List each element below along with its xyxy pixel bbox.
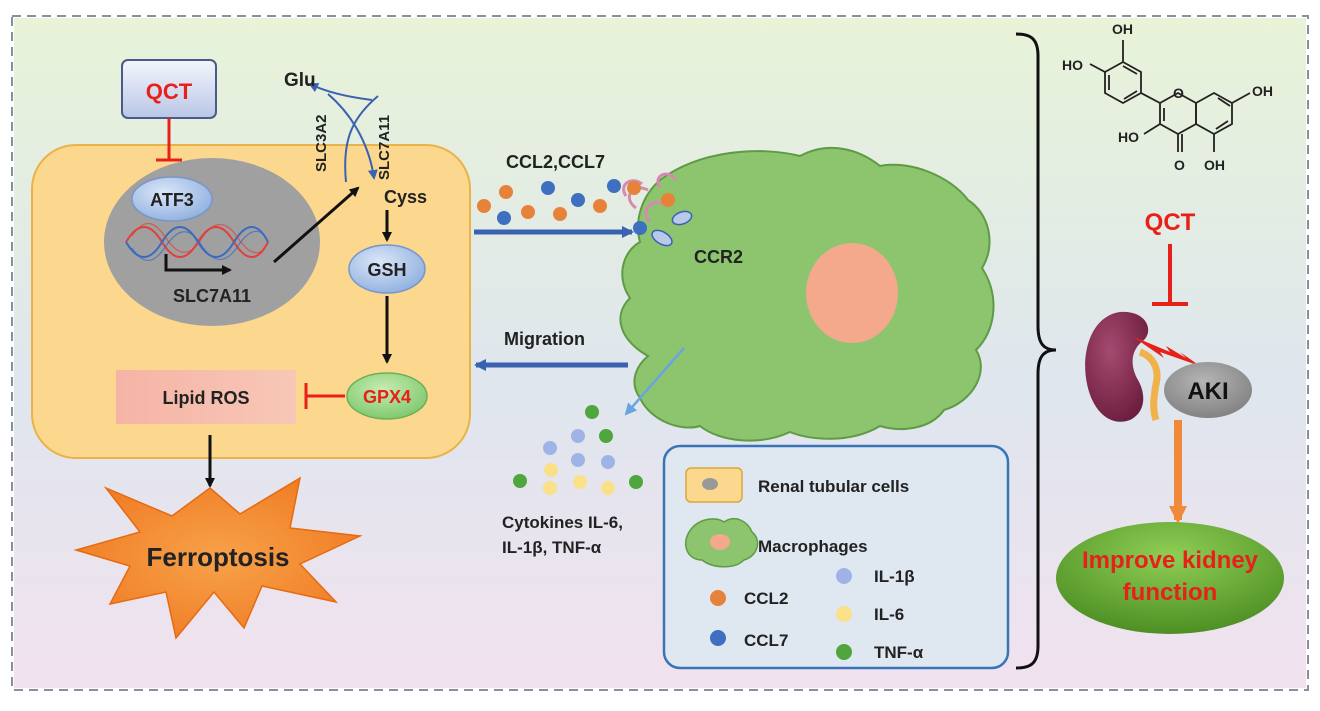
molecule-oh-top: OH — [1112, 21, 1133, 37]
il6-dot — [601, 481, 615, 495]
lipid-ros-label: Lipid ROS — [163, 388, 250, 408]
lipid-ros-box — [116, 370, 296, 424]
slc3a2-label: SLC3A2 — [313, 114, 330, 172]
il1b-dot — [571, 429, 585, 443]
ferroptosis-label: Ferroptosis — [146, 542, 289, 572]
atf3-label: ATF3 — [150, 190, 194, 210]
legend-ccl7-label: CCL7 — [744, 631, 788, 650]
legend-ccl2-label: CCL2 — [744, 589, 788, 608]
molecule-ho-bottom: HO — [1118, 129, 1139, 145]
legend-renal-label: Renal tubular cells — [758, 477, 909, 496]
migration-label: Migration — [504, 329, 585, 349]
legend-il6-dot — [836, 606, 852, 622]
improve-kidney-ellipse — [1056, 522, 1284, 634]
legend-macrophage-nucleus — [710, 534, 730, 550]
cytokines-label-line2: IL-1β, TNF-α — [502, 538, 602, 557]
gsh-label: GSH — [367, 260, 406, 280]
ccl7-dot — [607, 179, 621, 193]
macrophage-nucleus — [806, 243, 898, 343]
tnfa-dot — [599, 429, 613, 443]
transcription-arrow — [164, 254, 232, 275]
ccl7-dot — [633, 221, 647, 235]
chemokines-label: CCL2,CCL7 — [506, 152, 605, 172]
tnfa-dot — [629, 475, 643, 489]
dashed-frame — [11, 15, 1309, 691]
qct-label-left: QCT — [146, 79, 193, 104]
il1b-dot — [543, 441, 557, 455]
molecule-o-bottom: O — [1174, 157, 1185, 173]
curly-brace — [1015, 32, 1057, 670]
legend-macrophages-label: Macrophages — [758, 537, 868, 556]
chemokine-dots — [477, 179, 675, 235]
molecule-oh-right: OH — [1252, 83, 1273, 99]
qct-label-right: QCT — [1145, 209, 1196, 236]
molecule-ring-o: O — [1173, 85, 1184, 101]
quercetin-structure — [1089, 40, 1251, 152]
legend-tnfa-label: TNF-α — [874, 643, 924, 662]
improve-label-line1: Improve kidney — [1082, 547, 1259, 574]
gsh-oval — [348, 244, 426, 294]
il6-dot — [573, 475, 587, 489]
ferroptosis-starburst — [73, 476, 363, 640]
cytokines-label-line1: Cytokines IL-6, — [502, 513, 623, 532]
ccl7-dot — [541, 181, 555, 195]
ccl2-dot — [521, 205, 535, 219]
tnfa-dot — [585, 405, 599, 419]
ccr2-label: CCR2 — [694, 247, 743, 267]
molecule-oh-bottom: OH — [1204, 157, 1225, 173]
slc7a11-gene-label: SLC7A11 — [173, 286, 251, 306]
arrow-cytokine-secretion — [624, 347, 685, 416]
dna-helix — [125, 222, 269, 262]
il1b-dot — [601, 455, 615, 469]
tnfa-dot — [513, 474, 527, 488]
aki-oval — [1164, 362, 1252, 418]
ccl2-dot — [593, 199, 607, 213]
legend-ccl7-dot — [710, 630, 726, 646]
legend-il1b-label: IL-1β — [874, 567, 915, 586]
improve-label-line2: function — [1123, 579, 1218, 606]
ccl2-dot — [661, 193, 675, 207]
gpx4-oval — [346, 372, 428, 420]
legend-il6-label: IL-6 — [874, 605, 904, 624]
cytokine-dots — [513, 405, 643, 495]
atf3-oval — [131, 176, 213, 222]
aki-label: AKI — [1187, 378, 1228, 405]
legend-tnfa-dot — [836, 644, 852, 660]
gpx4-label: GPX4 — [363, 387, 411, 407]
il6-dot — [543, 481, 557, 495]
cyss-label: Cyss — [384, 187, 427, 207]
legend-renal-nucleus — [702, 478, 718, 490]
ccl2-dot — [553, 207, 567, 221]
ccl7-dot — [571, 193, 585, 207]
legend-il1b-dot — [836, 568, 852, 584]
ccl2-dot — [477, 199, 491, 213]
slc7a11-transporter-label: SLC7A11 — [376, 115, 393, 180]
arrow-nucleus-transporter — [273, 186, 360, 264]
glu-label: Glu — [284, 70, 316, 91]
legend: Renal tubular cells Macrophages CCL2 CCL… — [662, 444, 1010, 670]
il1b-dot — [571, 453, 585, 467]
ccl7-dot — [497, 211, 511, 225]
legend-ccl2-dot — [710, 590, 726, 606]
molecule-ho-left: HO — [1062, 57, 1083, 73]
ccl2-dot — [499, 185, 513, 199]
injury-bolt — [1132, 336, 1200, 366]
legend-box — [662, 444, 1010, 670]
il6-dot — [544, 463, 558, 477]
ureter — [1138, 348, 1161, 422]
kidney-icon — [1085, 311, 1149, 422]
ccl2-dot — [627, 181, 641, 195]
slc-transporter — [308, 83, 379, 183]
